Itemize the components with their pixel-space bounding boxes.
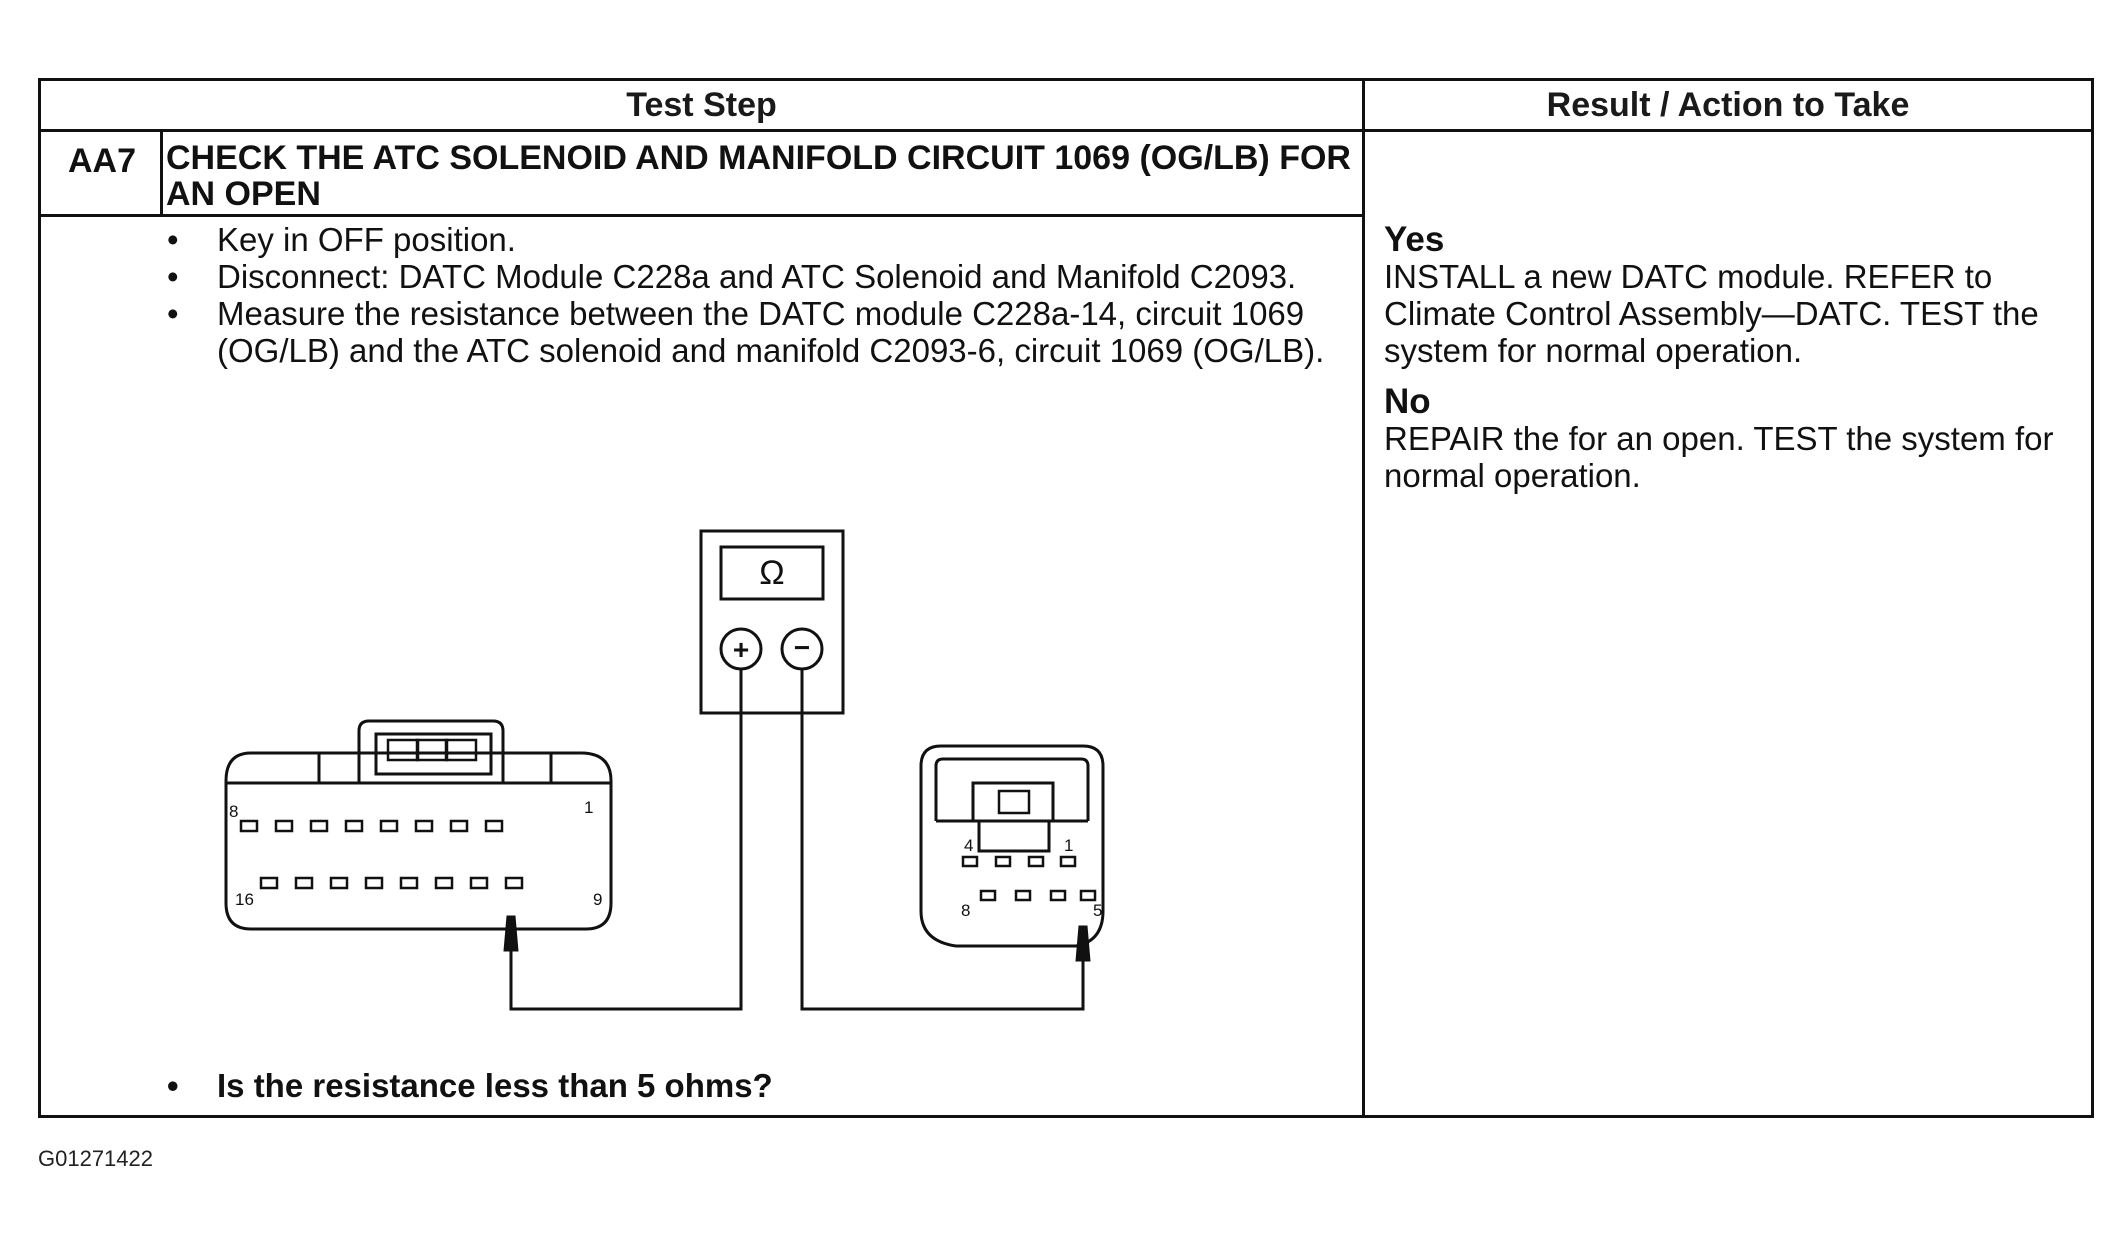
header-result: Result / Action to Take [1546, 86, 1910, 124]
right-connector-shroud [934, 757, 1090, 821]
step-item: Key in OFF position. [161, 221, 1371, 258]
left-pin-1-label: 1 [584, 798, 593, 817]
left-pin-8-label: 8 [229, 802, 238, 821]
ohmmeter-display [719, 545, 825, 601]
left-connector-bottom-row [259, 876, 524, 890]
positive-test-lead [509, 669, 743, 1011]
right-pin-5-label: 5 [1093, 901, 1102, 920]
step-item: Measure the resistance between the DATC … [161, 295, 1371, 369]
left-probe-tip [503, 915, 519, 952]
ohm-symbol: Ω [759, 554, 784, 592]
test-step-table: Test Step Result / Action to Take AA7 CH… [38, 78, 2094, 1118]
step-id: AA7 [67, 142, 137, 180]
result-yes: Yes INSTALL a new DATC module. REFER to … [1384, 221, 2094, 369]
step-question: Is the resistance less than 5 ohms? [161, 1067, 1371, 1105]
right-pin-4-label: 4 [964, 836, 973, 855]
result-no-label: No [1384, 382, 1431, 421]
left-connector-latch [357, 719, 505, 753]
right-connector-body [919, 744, 1105, 948]
result-yes-label: Yes [1384, 220, 1445, 259]
ohmmeter-body [699, 529, 845, 715]
left-connector-body [224, 751, 613, 931]
step-title: CHECK THE ATC SOLENOID AND MANIFOLD CIRC… [166, 139, 1351, 213]
figure-id: G01271422 [38, 1146, 153, 1171]
right-pin-1-label: 1 [1064, 836, 1073, 855]
result-no-text: REPAIR the for an open. TEST the system … [1384, 420, 2054, 494]
left-connector-latch-window [374, 732, 493, 776]
right-pin-8-label: 8 [961, 901, 970, 920]
step-instructions: Key in OFF position. Disconnect: DATC Mo… [161, 221, 1371, 369]
column-divider [1362, 81, 1365, 1115]
header-divider [41, 129, 2091, 132]
step-id-divider [160, 129, 163, 216]
right-connector-latch [971, 781, 1055, 823]
right-connector-top-row [961, 855, 1077, 868]
header-test-step: Test Step [626, 86, 777, 124]
step-item: Disconnect: DATC Module C228a and ATC So… [161, 258, 1371, 295]
result-no: No REPAIR the for an open. TEST the syst… [1384, 383, 2094, 494]
meter-minus-label: − [794, 632, 810, 663]
result-yes-text: INSTALL a new DATC module. REFER to Clim… [1384, 258, 2039, 369]
meter-plus-label: + [733, 634, 749, 665]
left-pin-16-label: 16 [235, 890, 254, 909]
left-pin-9-label: 9 [593, 890, 602, 909]
left-connector-top-row [239, 819, 504, 833]
resistance-measurement-diagram: Ω + − 8 1 16 9 4 1 8 5 [224, 529, 1105, 1011]
right-connector-bottom-row [979, 889, 1097, 902]
title-divider [41, 214, 1362, 217]
result-column: Yes INSTALL a new DATC module. REFER to … [1384, 221, 2094, 508]
right-probe-tip [1075, 925, 1091, 962]
negative-test-lead [800, 669, 1085, 1011]
